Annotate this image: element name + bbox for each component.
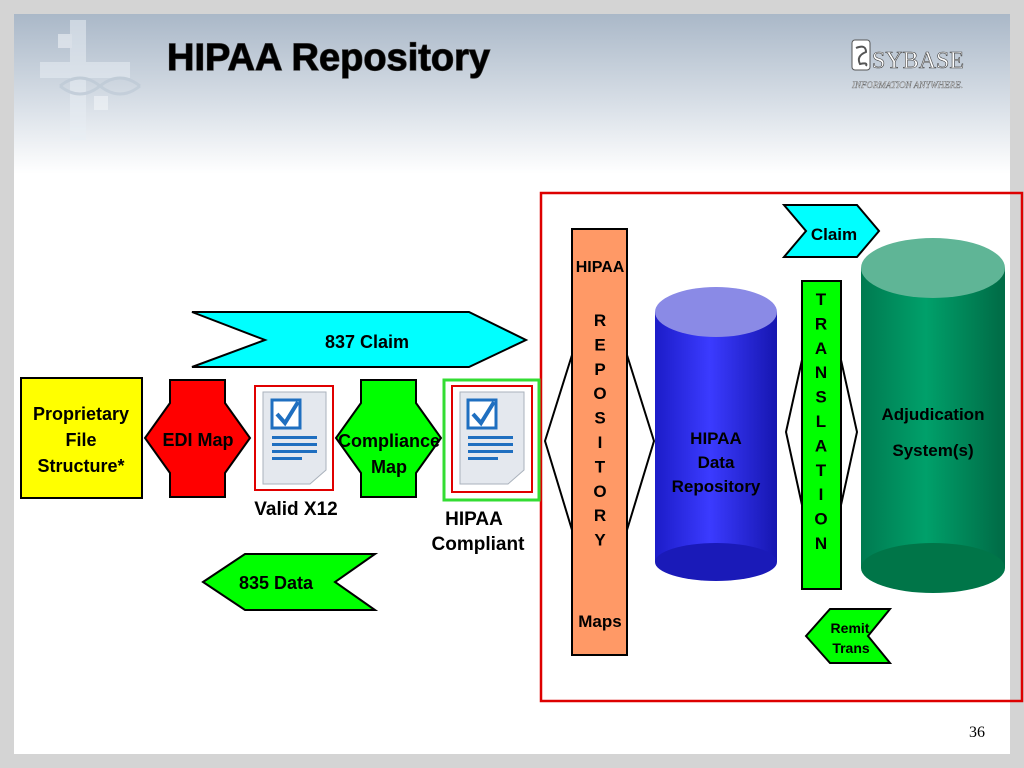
- translation-letter: T: [816, 290, 827, 309]
- translation-letter: R: [815, 314, 827, 333]
- proprietary-file-box: [20, 377, 143, 499]
- claim-label: Claim: [811, 225, 857, 244]
- repository-letter: I: [598, 433, 603, 452]
- repository-letter: R: [594, 506, 606, 525]
- translation-letter: T: [816, 461, 827, 480]
- compliance-map-label-line1: Compliance: [338, 431, 440, 451]
- claim-837-label: 837 Claim: [325, 332, 409, 352]
- proprietary-label-line3: Structure*: [37, 456, 124, 476]
- data-835-label: 835 Data: [239, 573, 314, 593]
- sybase-logo-wordmark: SYBASE: [872, 48, 964, 74]
- data-repository-label-line2: Data: [698, 453, 735, 472]
- proprietary-label-line2: File: [65, 430, 96, 450]
- data-repository-label-line3: Repository: [672, 477, 761, 496]
- edi-map-arrow: [143, 379, 252, 498]
- hipaa-data-repository-cylinder: [655, 287, 777, 581]
- repository-letter: E: [594, 335, 605, 354]
- header-decoration: [40, 20, 141, 140]
- header-band: [14, 14, 1010, 174]
- page-number: 36: [969, 724, 985, 741]
- repository-letter: Y: [594, 531, 606, 550]
- hipaa-compliant-label-line1: HIPAA: [445, 509, 503, 530]
- repository-letter: R: [594, 311, 606, 330]
- sybase-logo-tagline: INFORMATION ANYWHERE.: [851, 80, 963, 90]
- compliance-map-label-line2: Map: [371, 457, 407, 477]
- data-835-arrow: [201, 553, 379, 611]
- claim-arrow: [781, 204, 881, 258]
- repository-maps-column: [571, 228, 628, 656]
- repository-letter: P: [594, 360, 605, 379]
- translation-column: [801, 280, 842, 590]
- translation-letter: N: [815, 363, 827, 382]
- remit-trans-label-line2: Trans: [832, 640, 870, 656]
- hipaa-compliant-label-line2: Compliant: [432, 534, 526, 555]
- proprietary-label-line1: Proprietary: [33, 404, 129, 424]
- translation-letter: O: [814, 510, 827, 529]
- edi-map-label: EDI Map: [162, 430, 233, 450]
- data-repository-label-line1: HIPAA: [690, 429, 742, 448]
- adjudication-label-line1: Adjudication: [882, 405, 985, 424]
- translation-letter: S: [815, 388, 826, 407]
- adjudication-system-cylinder: [861, 238, 1005, 593]
- compliance-map-arrow: [334, 379, 443, 498]
- adjudication-label-line2: System(s): [892, 441, 973, 460]
- repository-letter: O: [593, 384, 606, 403]
- translation-letter: L: [816, 412, 826, 431]
- claim-837-arrow: [191, 311, 529, 368]
- repository-frame: [539, 191, 1024, 703]
- translation-letter: N: [815, 534, 827, 553]
- translation-letter: A: [815, 436, 827, 455]
- repository-letter: S: [594, 409, 605, 428]
- sybase-logo: SYBASE INFORMATION ANYWHERE.: [851, 39, 964, 90]
- repository-maps-bottom-label: Maps: [578, 612, 621, 631]
- hipaa-compliant-document-icon: [442, 378, 541, 502]
- repository-maps-top-label: HIPAA: [576, 259, 625, 276]
- remit-trans-label-line1: Remit: [831, 620, 870, 636]
- repository-letter: T: [595, 457, 606, 476]
- remit-trans-arrow: [804, 608, 893, 664]
- valid-x12-document-icon: [254, 385, 334, 491]
- repository-letter: O: [593, 482, 606, 501]
- translation-letter: I: [819, 485, 824, 504]
- valid-x12-label: Valid X12: [254, 499, 337, 520]
- page-title: HIPAA Repository: [167, 37, 490, 79]
- translation-letter: A: [815, 339, 827, 358]
